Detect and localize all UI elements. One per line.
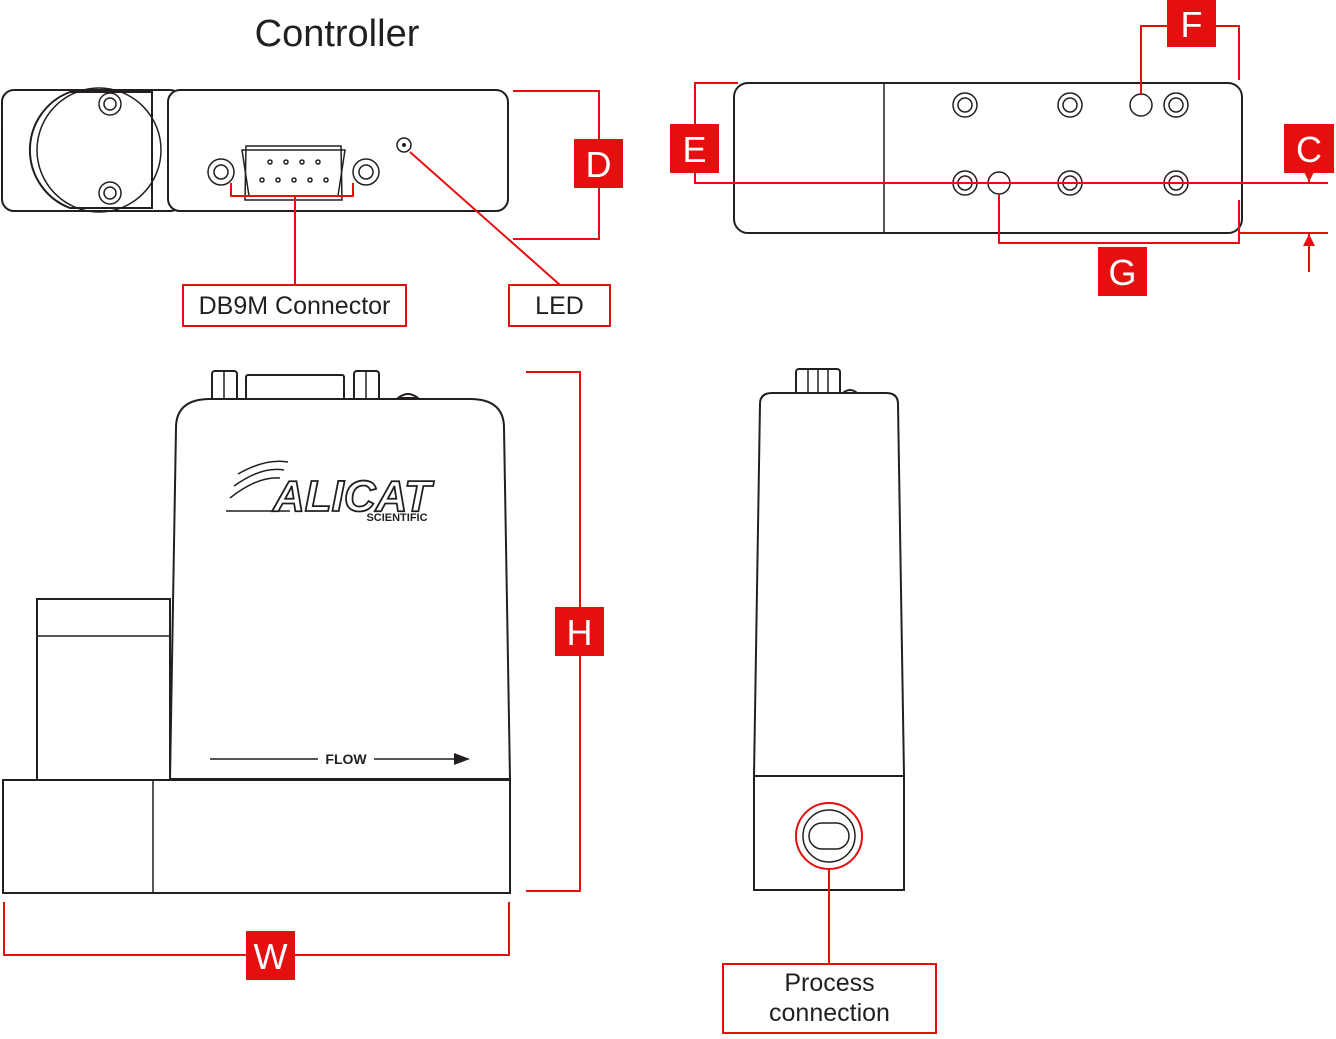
alicat-logo: ALICAT SCIENTIFIC [226, 460, 435, 524]
dimension-d: D [513, 90, 623, 240]
svg-text:G: G [1108, 252, 1136, 293]
dimension-w: W [3, 902, 510, 980]
svg-text:FLOW: FLOW [325, 751, 367, 767]
svg-text:SCIENTIFIC: SCIENTIFIC [366, 512, 427, 524]
screw-icon [1163, 92, 1189, 118]
front-view: ALICAT SCIENTIFIC FLOW [2, 370, 512, 894]
dimension-e: E [670, 82, 1328, 184]
process-port-icon [802, 809, 856, 863]
db9-connector-label: DB9M Connector [182, 183, 407, 327]
dimension-f: F [1140, 0, 1240, 95]
top-view [1, 87, 509, 213]
led-icon [396, 137, 412, 153]
svg-text:D: D [586, 144, 612, 185]
screw-icon [98, 181, 122, 205]
svg-text:W: W [254, 936, 288, 977]
svg-text:ALICAT: ALICAT [272, 472, 434, 521]
process-connection-label: Process connection [722, 802, 937, 1034]
screw-icon [1057, 92, 1083, 118]
bottom-view [733, 82, 1243, 234]
svg-text:LED: LED [535, 292, 584, 320]
svg-text:connection: connection [769, 999, 890, 1027]
dimension-c: C [1240, 124, 1334, 272]
screw-icon [98, 92, 122, 116]
dimension-h: H [526, 371, 604, 892]
flow-arrow-icon: FLOW [210, 751, 470, 767]
dimension-g: G [998, 194, 1240, 296]
svg-text:F: F [1181, 4, 1203, 45]
db9-connector-icon [207, 145, 380, 201]
svg-text:Process: Process [784, 969, 874, 997]
svg-text:C: C [1296, 129, 1322, 170]
screw-icon [952, 92, 978, 118]
svg-text:H: H [567, 612, 593, 653]
side-view [752, 368, 906, 891]
svg-text:DB9M Connector: DB9M Connector [199, 292, 391, 320]
svg-text:E: E [682, 129, 706, 170]
led-label: LED [409, 151, 611, 327]
diagram-title: Controller [255, 13, 420, 55]
